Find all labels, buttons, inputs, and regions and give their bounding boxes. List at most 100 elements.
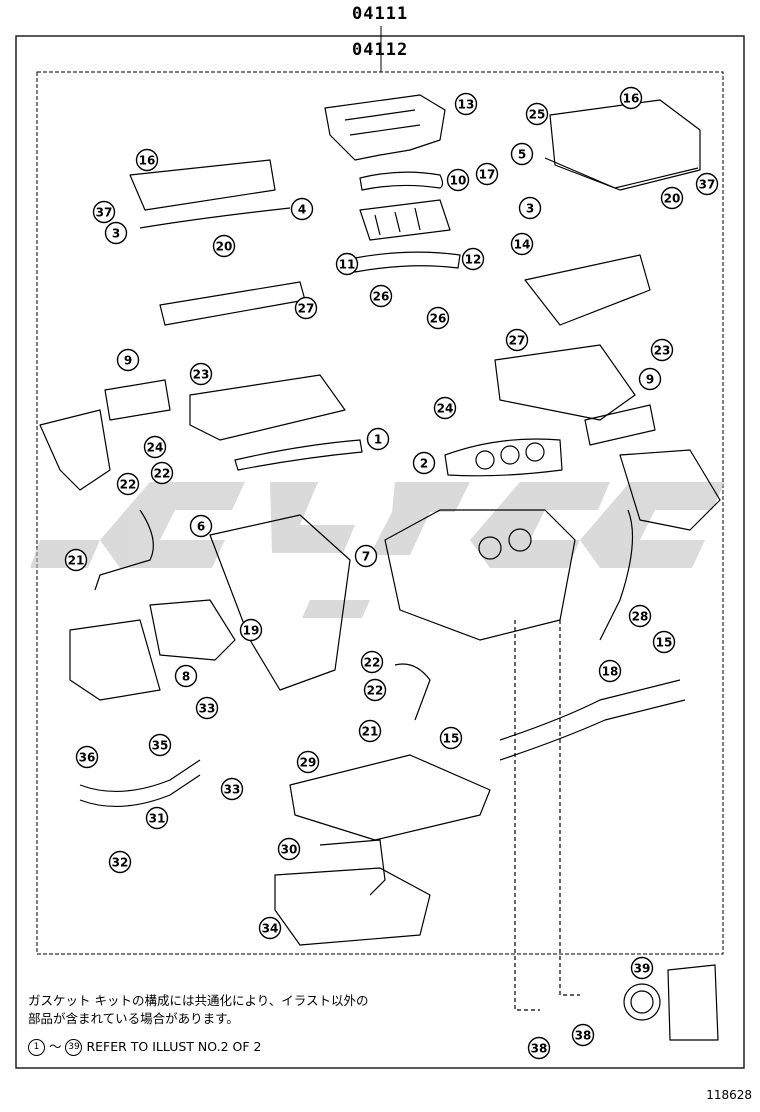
callout-17[interactable]: 17 bbox=[475, 162, 499, 186]
callout-38b[interactable]: 38 bbox=[571, 1023, 595, 1047]
callout-circle bbox=[104, 221, 128, 245]
head-gasket-left bbox=[234, 439, 363, 471]
callout-label: 6 bbox=[197, 520, 205, 534]
callout-24b[interactable]: 24 bbox=[143, 435, 167, 459]
callout-38a[interactable]: 38 bbox=[527, 1036, 551, 1060]
callout-circle bbox=[461, 247, 485, 271]
callout-9b[interactable]: 9 bbox=[638, 367, 662, 391]
callout-circle bbox=[189, 514, 213, 538]
callout-circle bbox=[518, 196, 542, 220]
callout-label: 22 bbox=[120, 478, 137, 492]
callout-28[interactable]: 28 bbox=[628, 604, 652, 628]
callout-26a[interactable]: 26 bbox=[369, 284, 393, 308]
callout-label: 34 bbox=[262, 922, 279, 936]
callout-label: 38 bbox=[575, 1029, 592, 1043]
callout-27a[interactable]: 27 bbox=[294, 296, 318, 320]
callout-11[interactable]: 11 bbox=[335, 252, 359, 276]
water-pipe-right bbox=[499, 679, 681, 741]
callout-33a[interactable]: 33 bbox=[195, 696, 219, 720]
callout-10[interactable]: 10 bbox=[446, 168, 470, 192]
callout-circle bbox=[630, 956, 654, 980]
callout-15a[interactable]: 15 bbox=[652, 630, 676, 654]
callout-label: 27 bbox=[298, 302, 315, 316]
callout-39[interactable]: 39 bbox=[630, 956, 654, 980]
parts-linework bbox=[39, 94, 721, 1041]
subkit-number: 04112 bbox=[352, 40, 409, 60]
range-start-badge: 1 bbox=[28, 1039, 45, 1056]
callout-label: 9 bbox=[124, 354, 132, 368]
callout-35[interactable]: 35 bbox=[148, 733, 172, 757]
inner-frame bbox=[36, 71, 724, 955]
callout-22b[interactable]: 22 bbox=[150, 461, 174, 485]
callout-23b[interactable]: 23 bbox=[650, 338, 674, 362]
callout-18[interactable]: 18 bbox=[598, 659, 622, 683]
callout-circle bbox=[510, 142, 534, 166]
callout-9a[interactable]: 9 bbox=[116, 348, 140, 372]
callout-31[interactable]: 31 bbox=[145, 806, 169, 830]
callout-label: 5 bbox=[518, 148, 526, 162]
callout-label: 39 bbox=[634, 962, 651, 976]
callout-34[interactable]: 34 bbox=[258, 916, 282, 940]
callout-22d[interactable]: 22 bbox=[363, 678, 387, 702]
valve-cover-left bbox=[129, 159, 276, 211]
callout-label: 26 bbox=[373, 290, 390, 304]
callout-circle bbox=[510, 232, 534, 256]
oil-pan-upper bbox=[289, 754, 491, 841]
callout-6[interactable]: 6 bbox=[189, 514, 213, 538]
callout-circle bbox=[363, 678, 387, 702]
callout-3b[interactable]: 3 bbox=[104, 221, 128, 245]
callout-label: 38 bbox=[531, 1042, 548, 1056]
callout-37a[interactable]: 37 bbox=[92, 200, 116, 224]
callout-circle bbox=[628, 604, 652, 628]
kit-number: 04111 bbox=[352, 4, 409, 24]
callout-label: 31 bbox=[149, 812, 166, 826]
callout-label: 29 bbox=[300, 756, 317, 770]
callout-27b[interactable]: 27 bbox=[505, 328, 529, 352]
callout-20b[interactable]: 20 bbox=[212, 234, 236, 258]
callout-label: 3 bbox=[526, 202, 534, 216]
callout-32[interactable]: 32 bbox=[108, 850, 132, 874]
callout-4[interactable]: 4 bbox=[290, 197, 314, 221]
callout-13[interactable]: 13 bbox=[454, 92, 478, 116]
callout-15b[interactable]: 15 bbox=[439, 726, 463, 750]
callout-16b[interactable]: 16 bbox=[619, 86, 643, 110]
callout-circle bbox=[64, 548, 88, 572]
callout-circle bbox=[426, 306, 450, 330]
callout-8[interactable]: 8 bbox=[174, 664, 198, 688]
callout-29[interactable]: 29 bbox=[296, 750, 320, 774]
callout-circle bbox=[439, 726, 463, 750]
callout-30[interactable]: 30 bbox=[277, 837, 301, 861]
callout-22c[interactable]: 22 bbox=[360, 650, 384, 674]
rear-seal-retainer bbox=[667, 964, 719, 1041]
cam-housing-right bbox=[524, 254, 651, 326]
callout-26b[interactable]: 26 bbox=[426, 306, 450, 330]
callout-37b[interactable]: 37 bbox=[695, 172, 719, 196]
callout-25[interactable]: 25 bbox=[525, 102, 549, 126]
callout-label: 23 bbox=[654, 344, 671, 358]
callout-5[interactable]: 5 bbox=[510, 142, 534, 166]
callout-36[interactable]: 36 bbox=[75, 745, 99, 769]
plenum-gasket bbox=[359, 171, 444, 191]
callout-21a[interactable]: 21 bbox=[64, 548, 88, 572]
callout-16a[interactable]: 16 bbox=[135, 148, 159, 172]
callout-circle bbox=[220, 777, 244, 801]
callout-22a[interactable]: 22 bbox=[116, 472, 140, 496]
callout-circle bbox=[433, 396, 457, 420]
callout-24a[interactable]: 24 bbox=[433, 396, 457, 420]
callout-label: 7 bbox=[362, 550, 370, 564]
callout-circle bbox=[294, 296, 318, 320]
callout-21b[interactable]: 21 bbox=[358, 719, 382, 743]
callout-7[interactable]: 7 bbox=[354, 544, 378, 568]
callout-23a[interactable]: 23 bbox=[189, 362, 213, 386]
callout-12[interactable]: 12 bbox=[461, 247, 485, 271]
callout-3a[interactable]: 3 bbox=[518, 196, 542, 220]
callout-19[interactable]: 19 bbox=[239, 618, 263, 642]
callout-label: 8 bbox=[182, 670, 190, 684]
callout-14[interactable]: 14 bbox=[510, 232, 534, 256]
callout-2[interactable]: 2 bbox=[412, 451, 436, 475]
callout-33b[interactable]: 33 bbox=[220, 777, 244, 801]
callout-label: 10 bbox=[450, 174, 467, 188]
water-pump bbox=[149, 599, 236, 661]
callout-20a[interactable]: 20 bbox=[660, 186, 684, 210]
callout-1[interactable]: 1 bbox=[366, 427, 390, 451]
